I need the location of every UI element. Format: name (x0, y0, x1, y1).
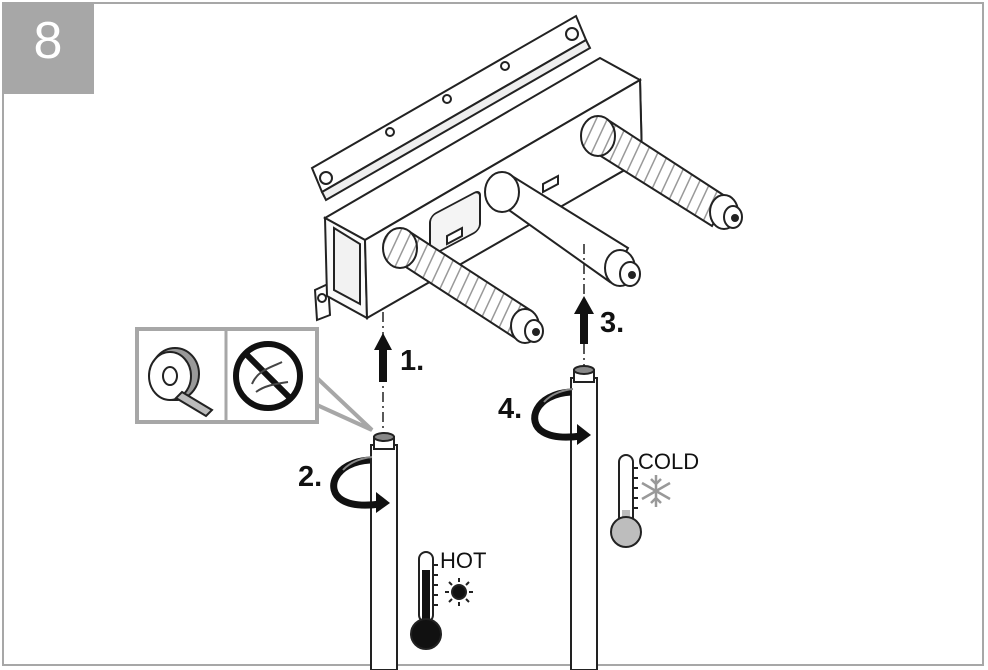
no-hemp-sealant-icon (233, 341, 303, 411)
snowflake-icon (641, 475, 671, 507)
plate-hole (442, 94, 452, 104)
cold-label: COLD (638, 449, 699, 474)
hot-threaded-connector (382, 227, 544, 344)
plate-hole (385, 127, 395, 137)
thermometer-cold-icon (610, 454, 642, 548)
step2-label: 2. (298, 461, 322, 493)
sealing-tape-icon (148, 347, 214, 418)
step2-rotation-arrow (330, 456, 390, 513)
mounting-plate (310, 14, 592, 322)
sealing-callout (135, 327, 374, 432)
cold-threaded-connector (580, 115, 743, 230)
plate-hole (500, 61, 510, 71)
inlet-recess (429, 191, 481, 256)
step3-up-arrow (574, 296, 594, 344)
sun-icon (445, 578, 473, 606)
hot-supply-pipe (370, 432, 398, 670)
step3-label: 3. (600, 307, 624, 339)
plate-screw (565, 27, 579, 41)
step4-label: 4. (498, 393, 522, 425)
flow-arrow-icon (446, 226, 463, 246)
thermometer-hot-icon (410, 551, 442, 650)
middle-connector (484, 171, 641, 287)
plate-screw (319, 171, 333, 185)
flow-arrow-icon (542, 174, 559, 194)
hot-label: HOT (440, 548, 486, 573)
cold-supply-pipe (570, 365, 598, 670)
step1-label: 1. (400, 345, 424, 377)
step4-rotation-arrow (531, 388, 591, 445)
step-number-badge: 8 (2, 2, 94, 94)
step1-up-arrow (374, 333, 392, 382)
